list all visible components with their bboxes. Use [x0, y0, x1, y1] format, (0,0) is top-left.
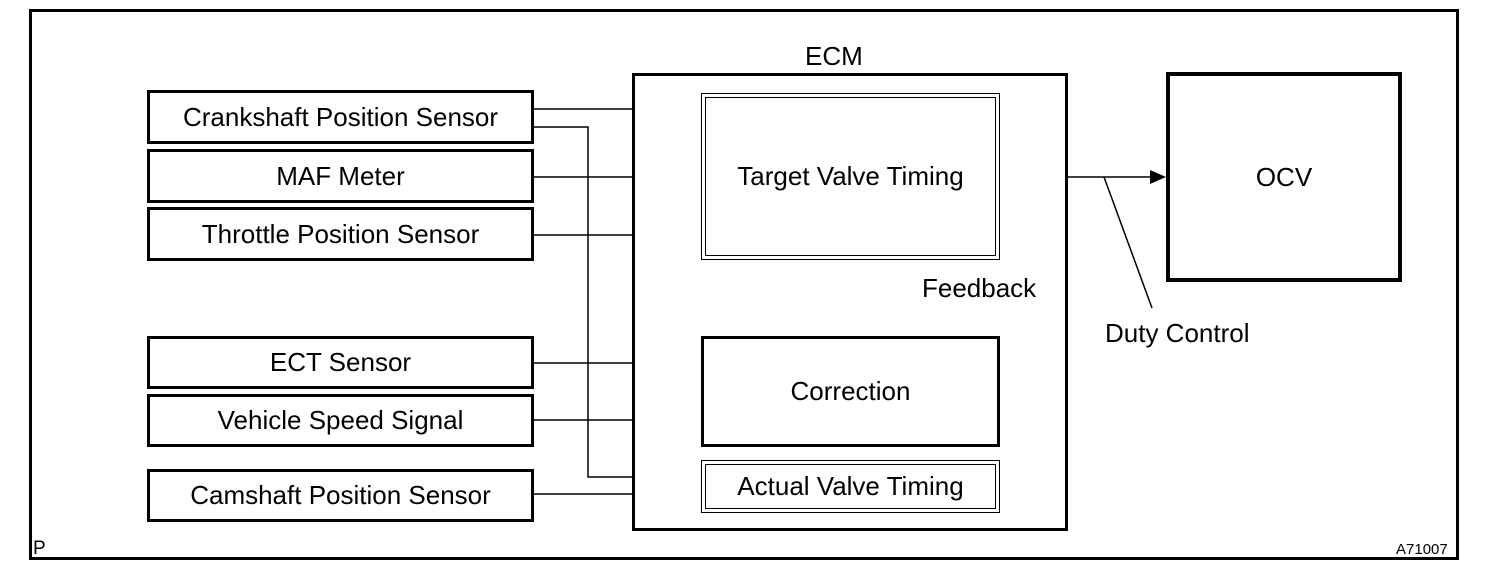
corner-left-label: P	[33, 538, 46, 559]
duty-control-label: Duty Control	[1105, 318, 1250, 348]
correction-box: Correction	[701, 336, 1000, 447]
arrowhead	[1150, 170, 1166, 184]
crankshaft-sensor-box: Crankshaft Position Sensor	[147, 90, 534, 144]
diagram-frame	[29, 9, 1459, 560]
ect-sensor-box: ECT Sensor	[147, 336, 534, 389]
camshaft-sensor-box: Camshaft Position Sensor	[147, 469, 534, 522]
ecm-label: ECM	[805, 41, 863, 71]
target-valve-timing-label: Target Valve Timing	[705, 97, 996, 256]
actual-valve-timing-box: Actual Valve Timing	[701, 460, 1000, 513]
ocv-box: OCV	[1166, 72, 1402, 282]
target-valve-timing-box: Target Valve Timing	[701, 93, 1000, 260]
feedback-label: Feedback	[922, 273, 1037, 303]
duty-control-pointer	[1103, 176, 1153, 309]
throttle-sensor-box: Throttle Position Sensor	[147, 207, 534, 261]
figure-id-label: A71007	[1396, 541, 1448, 558]
maf-meter-box: MAF Meter	[147, 149, 534, 203]
actual-valve-timing-label: Actual Valve Timing	[705, 464, 996, 509]
vehicle-speed-box: Vehicle Speed Signal	[147, 394, 534, 447]
